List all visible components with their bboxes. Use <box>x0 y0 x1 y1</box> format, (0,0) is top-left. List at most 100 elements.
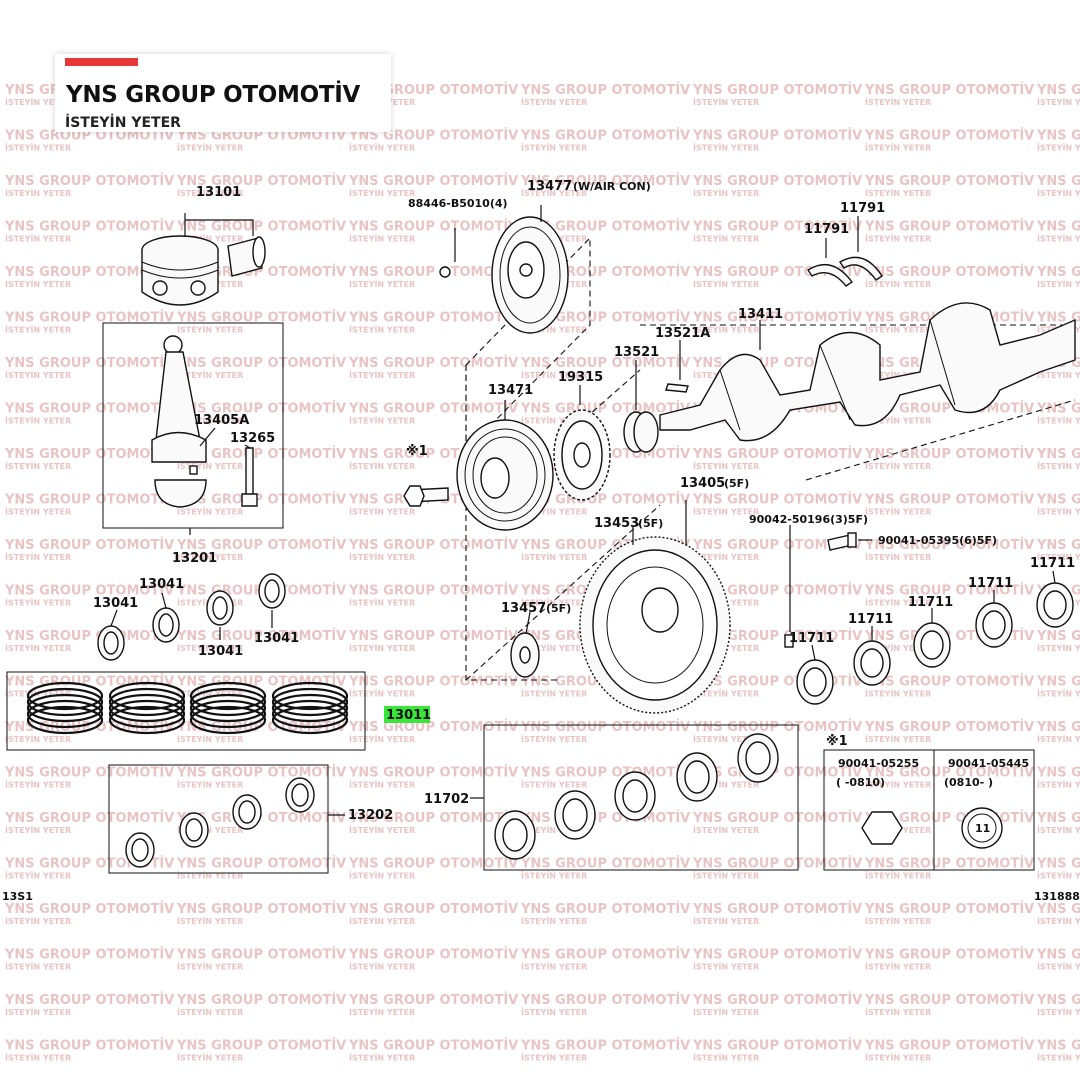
watermark-subtext: İSTEYİN YETER <box>1037 370 1080 380</box>
watermark-text: YNS GROUP OTOMOTİV <box>864 401 1034 417</box>
watermark-subtext: İSTEYİN YETER <box>521 689 587 699</box>
watermark-subtext: İSTEYİN YETER <box>521 916 587 926</box>
watermark-text: YNS GROUP OTOMOTİV <box>520 173 690 189</box>
watermark-text: YNS GROUP OTOMOTİV <box>4 583 174 599</box>
watermark-text: YNS GROUP OTOMOTİV <box>864 992 1034 1008</box>
watermark-text: YNS GROUP OTOMOTİV <box>4 1038 174 1054</box>
watermark-subtext: İSTEYİN YETER <box>5 962 71 972</box>
watermark-subtext: İSTEYİN YETER <box>865 916 931 926</box>
piston-ring <box>26 693 104 723</box>
label-ref1: ※1 <box>406 444 428 459</box>
watermark-text: YNS GROUP OTOMOTİV <box>1036 446 1080 462</box>
label-11711-a: 11711 <box>789 631 834 646</box>
watermark-text: YNS GROUP OTOMOTİV <box>692 219 862 235</box>
watermark-text: YNS GROUP OTOMOTİV <box>348 947 518 963</box>
label-bolt2-mark: 11 <box>975 822 990 835</box>
watermark-text: YNS GROUP OTOMOTİV <box>176 947 346 963</box>
watermark-subtext: İSTEYİN YETER <box>693 461 759 471</box>
watermark-text: YNS GROUP OTOMOTİV <box>864 947 1034 963</box>
watermark-text: YNS GROUP OTOMOTİV <box>1036 765 1080 781</box>
watermark-subtext: İSTEYİN YETER <box>865 552 931 562</box>
watermark-text: YNS GROUP OTOMOTİV <box>1036 401 1080 417</box>
watermark-text: YNS GROUP OTOMOTİV <box>348 810 518 826</box>
watermark-subtext: İSTEYİN YETER <box>693 325 759 335</box>
piston-ring <box>271 693 349 723</box>
watermark-subtext: İSTEYİN YETER <box>349 461 415 471</box>
rod-bearings <box>97 573 286 661</box>
watermark-subtext: İSTEYİN YETER <box>865 1053 931 1063</box>
label-11711-b: 11711 <box>848 612 893 627</box>
watermark-subtext: İSTEYİN YETER <box>1037 461 1080 471</box>
label-90041-05395: 90041-05395(6)5F) <box>878 534 997 547</box>
watermark-subtext: İSTEYİN YETER <box>177 370 243 380</box>
watermark-text: YNS GROUP OTOMOTİV <box>864 765 1034 781</box>
watermark-text: YNS GROUP OTOMOTİV <box>176 628 346 644</box>
watermark-subtext: İSTEYİN YETER <box>1037 143 1080 153</box>
piston-assembly <box>141 213 266 306</box>
part-labels: 13101 13477 (W/AIR CON) 88446-B5010(4) 1… <box>2 179 1080 903</box>
piston-ring <box>26 681 104 711</box>
watermark-subtext: İSTEYİN YETER <box>1037 825 1080 835</box>
watermark-text: YNS GROUP OTOMOTİV <box>176 992 346 1008</box>
watermark-text: YNS GROUP OTOMOTİV <box>864 219 1034 235</box>
label-11791-b: 11791 <box>840 201 885 216</box>
watermark-text: YNS GROUP OTOMOTİV <box>4 401 174 417</box>
watermark-text: YNS GROUP OTOMOTİV <box>348 765 518 781</box>
watermark-text: YNS GROUP OTOMOTİV <box>176 856 346 872</box>
watermark-subtext: İSTEYİN YETER <box>349 962 415 972</box>
label-13405: 13405 <box>680 476 725 491</box>
piston-ring <box>108 699 186 729</box>
watermark-text: YNS GROUP OTOMOTİV <box>4 810 174 826</box>
watermark-subtext: İSTEYİN YETER <box>5 279 71 289</box>
watermark-text: YNS GROUP OTOMOTİV <box>348 583 518 599</box>
watermark-subtext: İSTEYİN YETER <box>865 279 931 289</box>
watermark-text: YNS GROUP OTOMOTİV <box>4 992 174 1008</box>
watermark-subtext: İSTEYİN YETER <box>5 1007 71 1017</box>
watermark-subtext: İSTEYİN YETER <box>521 643 587 653</box>
watermark-subtext: İSTEYİN YETER <box>5 1053 71 1063</box>
watermark-subtext: İSTEYİN YETER <box>1037 780 1080 790</box>
piston-ring <box>271 681 349 711</box>
watermark-subtext: İSTEYİN YETER <box>177 780 243 790</box>
label-corner-left: 13S1 <box>2 890 33 903</box>
watermark-text: YNS GROUP OTOMOTİV <box>348 628 518 644</box>
label-13471: 13471 <box>488 383 533 398</box>
watermark-subtext: İSTEYİN YETER <box>521 598 587 608</box>
watermark-text: YNS GROUP OTOMOTİV <box>348 355 518 371</box>
label-13521a: 13521A <box>655 326 710 341</box>
watermark-text: YNS GROUP OTOMOTİV <box>348 856 518 872</box>
watermark-text: YNS GROUP OTOMOTİV <box>520 219 690 235</box>
bearing-13041-1 <box>97 625 125 661</box>
watermark-text: YNS GROUP OTOMOTİV <box>348 264 518 280</box>
watermark-text: YNS GROUP OTOMOTİV <box>692 628 862 644</box>
watermark-subtext: İSTEYİN YETER <box>865 143 931 153</box>
watermark-subtext: İSTEYİN YETER <box>5 461 71 471</box>
watermark-text: YNS GROUP OTOMOTİV <box>4 765 174 781</box>
watermark-subtext: İSTEYİN YETER <box>521 188 587 198</box>
watermark-subtext: İSTEYİN YETER <box>177 234 243 244</box>
connecting-rod-assembly <box>102 322 284 535</box>
thrust-bearing-set <box>108 764 345 874</box>
watermark-subtext: İSTEYİN YETER <box>693 962 759 972</box>
label-bolt2-pn: 90041-05445 <box>948 757 1029 770</box>
watermark-subtext: İSTEYİN YETER <box>5 370 71 380</box>
watermark-subtext: İSTEYİN YETER <box>349 871 415 881</box>
watermark-text: YNS GROUP OTOMOTİV <box>864 537 1034 553</box>
watermark-text: YNS GROUP OTOMOTİV <box>692 810 862 826</box>
watermark-subtext: İSTEYİN YETER <box>693 825 759 835</box>
watermark-text: YNS GROUP OTOMOTİV <box>4 446 174 462</box>
watermark-subtext: İSTEYİN YETER <box>177 643 243 653</box>
watermark-subtext: İSTEYİN YETER <box>177 962 243 972</box>
watermark-subtext: İSTEYİN YETER <box>5 643 71 653</box>
watermark-subtext: İSTEYİN YETER <box>865 962 931 972</box>
watermark-subtext: İSTEYİN YETER <box>5 97 71 107</box>
watermark-text: YNS GROUP OTOMOTİV <box>4 628 174 644</box>
watermark-subtext: İSTEYİN YETER <box>521 143 587 153</box>
watermark-text: YNS GROUP OTOMOTİV <box>348 537 518 553</box>
label-11702: 11702 <box>424 792 469 807</box>
watermark-text: YNS GROUP OTOMOTİV <box>348 219 518 235</box>
main-bearing-set-11702 <box>470 724 799 871</box>
watermark-text: YNS GROUP OTOMOTİV <box>1036 492 1080 508</box>
watermark-subtext: İSTEYİN YETER <box>177 1053 243 1063</box>
watermark-text: YNS GROUP OTOMOTİV <box>520 492 690 508</box>
